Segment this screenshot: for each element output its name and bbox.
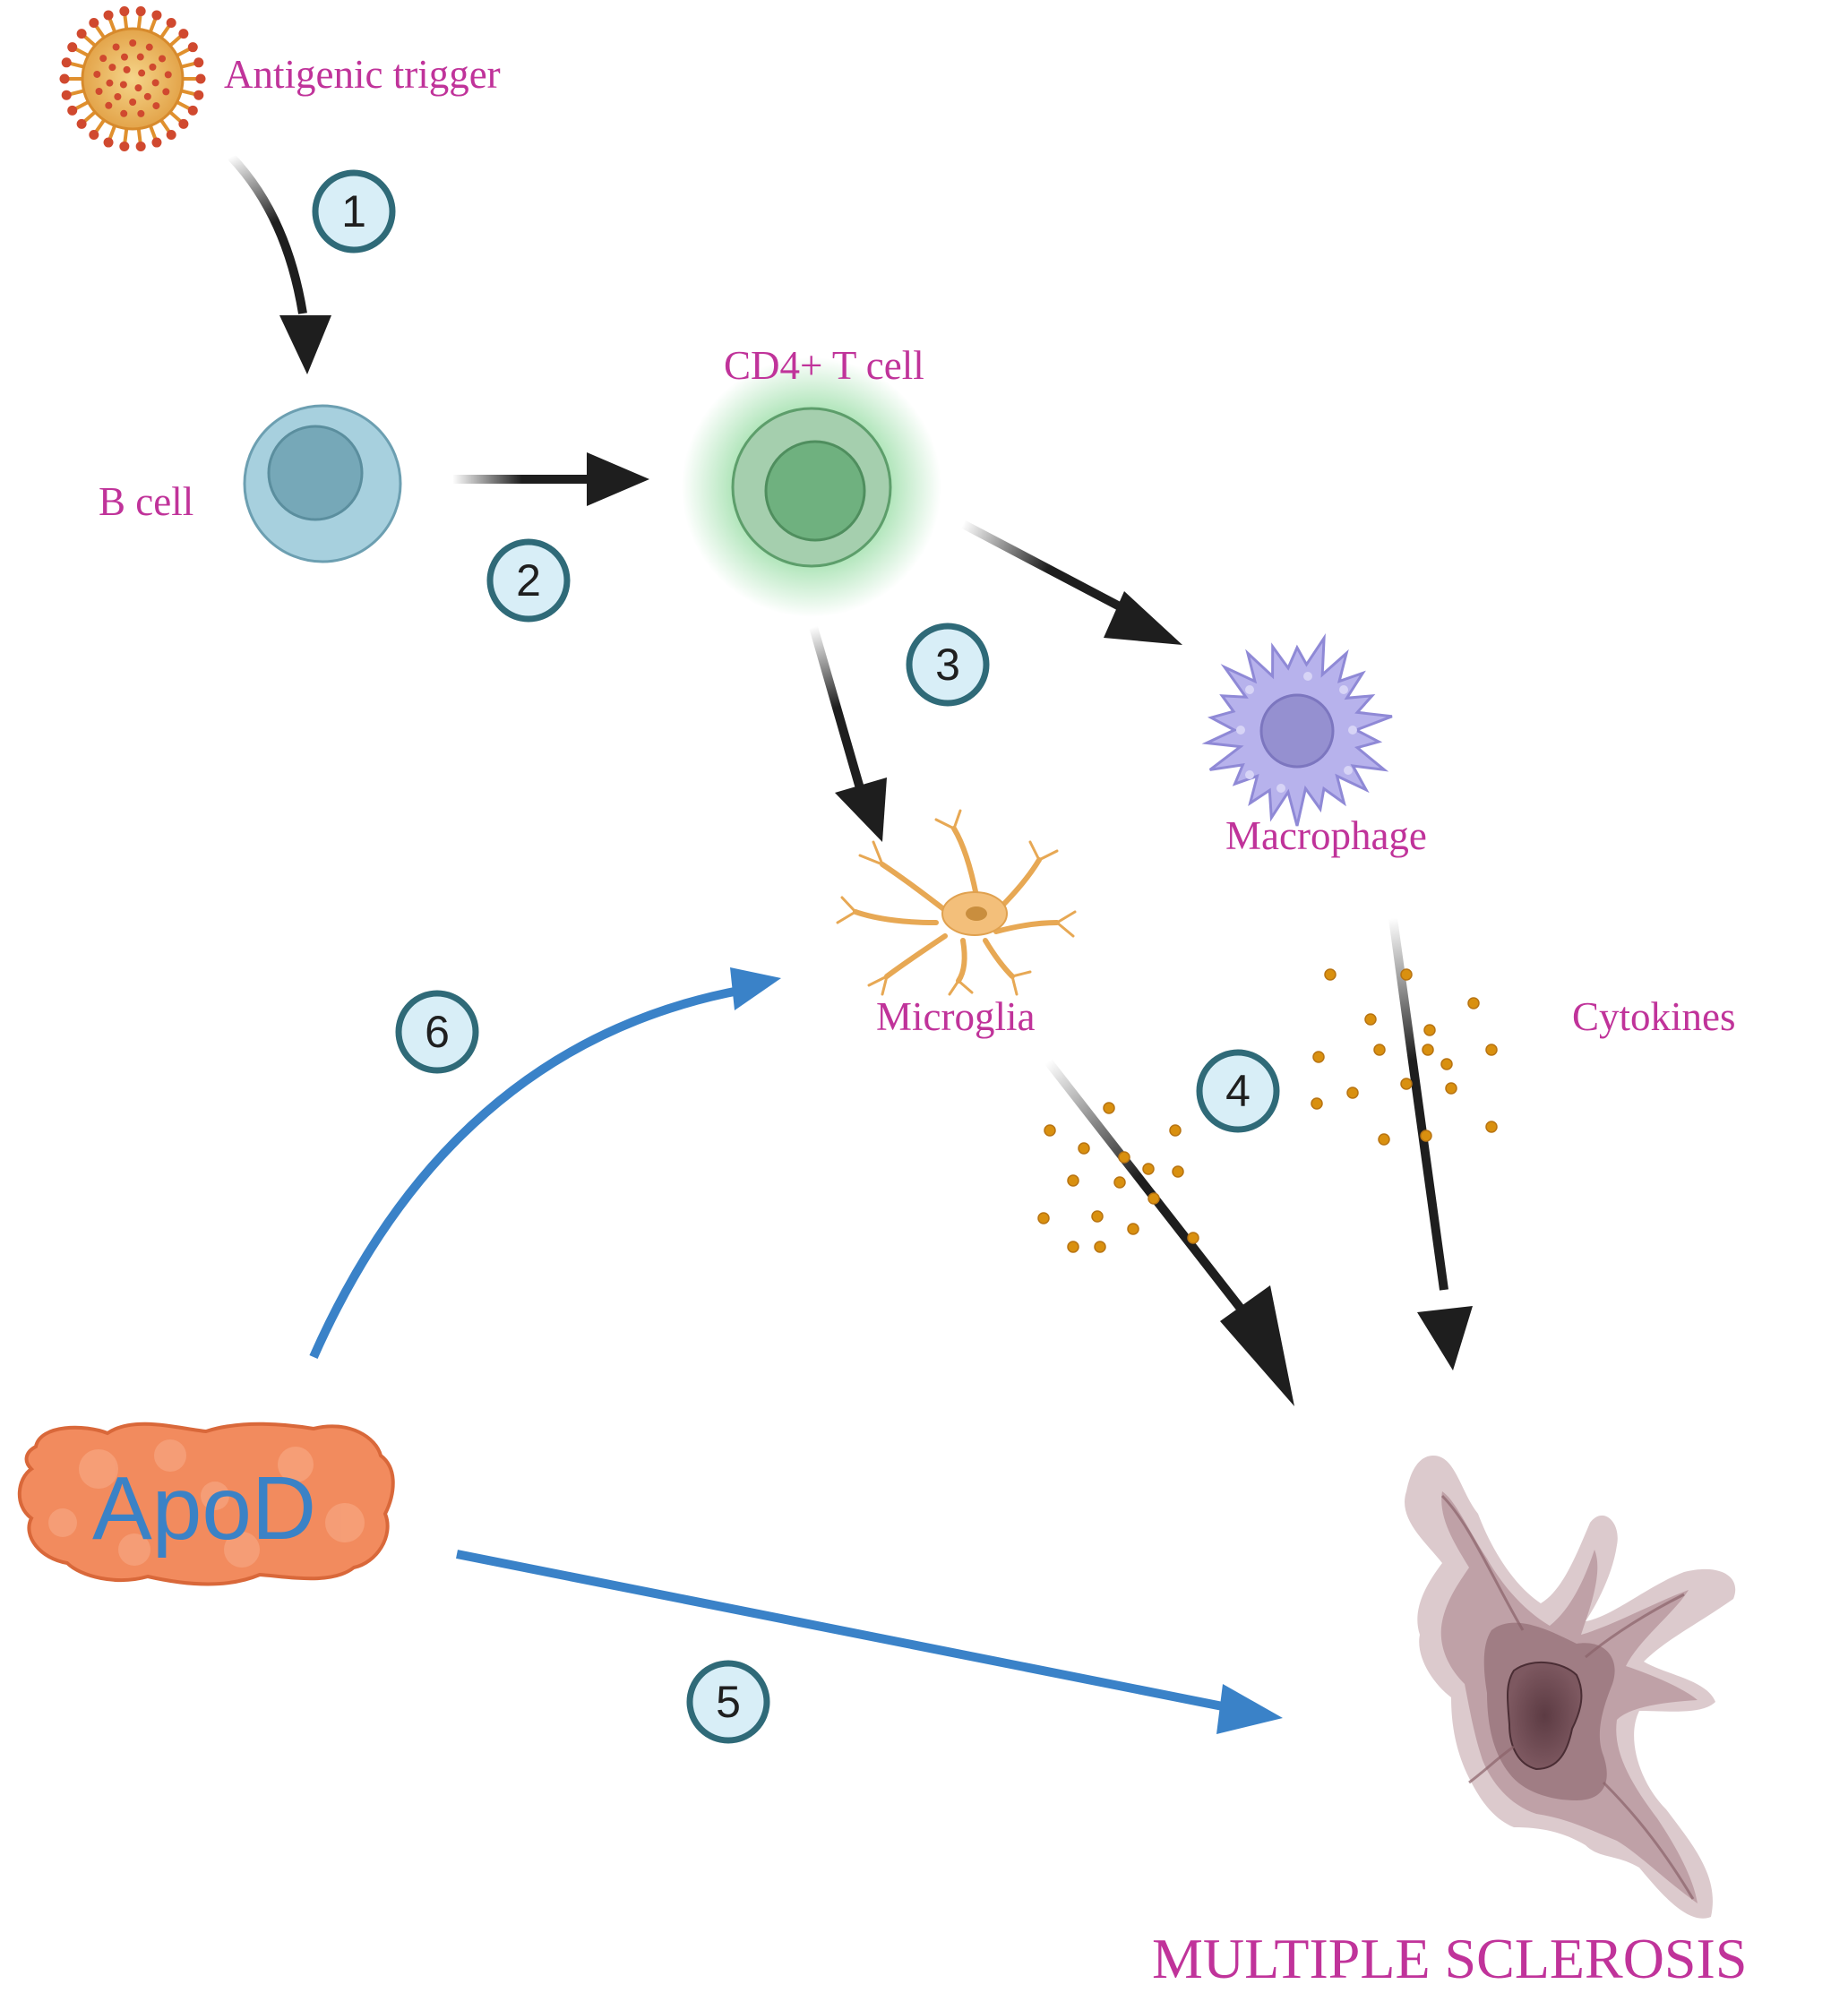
apod-blob bbox=[17, 1422, 395, 1586]
arrow-step-2 bbox=[452, 452, 649, 506]
cytokine-dot bbox=[1423, 1024, 1436, 1036]
label-cd4-t-cell: CD4+ T cell bbox=[724, 343, 924, 388]
cytokine-dot bbox=[1400, 1078, 1413, 1090]
cytokine-dot bbox=[1312, 1051, 1325, 1063]
arrow-step-3-macrophage bbox=[960, 520, 1182, 645]
cytokine-dot bbox=[1364, 1013, 1377, 1026]
cytokine-dots bbox=[1037, 968, 1498, 1253]
cytokine-dot bbox=[1485, 1044, 1498, 1056]
cytokine-dot bbox=[1044, 1124, 1056, 1137]
cytokine-dot bbox=[1037, 1212, 1050, 1224]
cytokine-dot bbox=[1127, 1223, 1139, 1235]
step-4-badge: 4 bbox=[1196, 1049, 1280, 1133]
cytokine-dot bbox=[1324, 968, 1337, 981]
cytokine-dot bbox=[1067, 1174, 1079, 1187]
cytokine-dot bbox=[1445, 1082, 1457, 1095]
step-1-number: 1 bbox=[341, 186, 366, 236]
cytokine-dot bbox=[1142, 1163, 1155, 1175]
arrow-step-3-microglia bbox=[809, 625, 887, 842]
cytokine-dot bbox=[1422, 1044, 1434, 1056]
cytokine-dot bbox=[1378, 1133, 1390, 1146]
cytokine-dot bbox=[1094, 1241, 1106, 1253]
cytokine-dot bbox=[1118, 1151, 1130, 1164]
cytokine-dot bbox=[1078, 1142, 1090, 1155]
cytokine-dot bbox=[1091, 1210, 1104, 1223]
macrophage-icon bbox=[1201, 632, 1393, 827]
cytokine-dot bbox=[1420, 1130, 1432, 1142]
cytokine-dot bbox=[1103, 1102, 1115, 1114]
cytokine-dot bbox=[1485, 1121, 1498, 1133]
cytokine-dot bbox=[1311, 1097, 1323, 1110]
arrow-step-5-blue bbox=[456, 1550, 1283, 1734]
step-2-badge: 2 bbox=[486, 538, 571, 623]
label-macrophage: Macrophage bbox=[1225, 813, 1427, 858]
label-antigenic-trigger: Antigenic trigger bbox=[224, 52, 501, 97]
microglia-icon bbox=[836, 809, 1077, 996]
virus-icon bbox=[59, 6, 206, 151]
label-b-cell: B cell bbox=[99, 479, 193, 524]
step-5-badge: 5 bbox=[686, 1660, 770, 1744]
b-cell-icon bbox=[243, 404, 402, 563]
cytokine-dot bbox=[1172, 1165, 1184, 1178]
cytokine-dot bbox=[1169, 1124, 1182, 1137]
arrow-step-1 bbox=[228, 153, 331, 374]
cytokine-dot bbox=[1187, 1232, 1199, 1244]
cytokine-dot bbox=[1373, 1044, 1386, 1056]
ms-lesion bbox=[1405, 1456, 1736, 1919]
step-4-number: 4 bbox=[1225, 1066, 1251, 1116]
label-apod: ApoD bbox=[92, 1458, 316, 1559]
cytokine-dot bbox=[1467, 997, 1480, 1009]
t-cell-icon bbox=[682, 357, 941, 617]
label-microglia: Microglia bbox=[876, 994, 1035, 1039]
cytokine-dot bbox=[1346, 1087, 1359, 1099]
cytokine-dot bbox=[1067, 1241, 1079, 1253]
cytokine-dot bbox=[1113, 1176, 1126, 1189]
arrow-step-6-blue bbox=[309, 967, 781, 1360]
label-multiple-sclerosis: MULTIPLE SCLEROSIS bbox=[1152, 1927, 1747, 1990]
label-cytokines: Cytokines bbox=[1572, 994, 1736, 1039]
step-5-number: 5 bbox=[716, 1677, 741, 1727]
step-1-badge: 1 bbox=[312, 169, 396, 253]
arrow-macrophage-to-ms bbox=[1388, 917, 1473, 1370]
cytokine-dot bbox=[1147, 1192, 1160, 1205]
cytokine-dot bbox=[1400, 968, 1413, 981]
step-2-number: 2 bbox=[516, 555, 541, 606]
step-6-badge: 6 bbox=[395, 990, 479, 1074]
step-3-number: 3 bbox=[935, 640, 960, 690]
cytokine-dot bbox=[1440, 1058, 1453, 1070]
step-3-badge: 3 bbox=[906, 623, 990, 707]
step-6-number: 6 bbox=[425, 1007, 450, 1057]
